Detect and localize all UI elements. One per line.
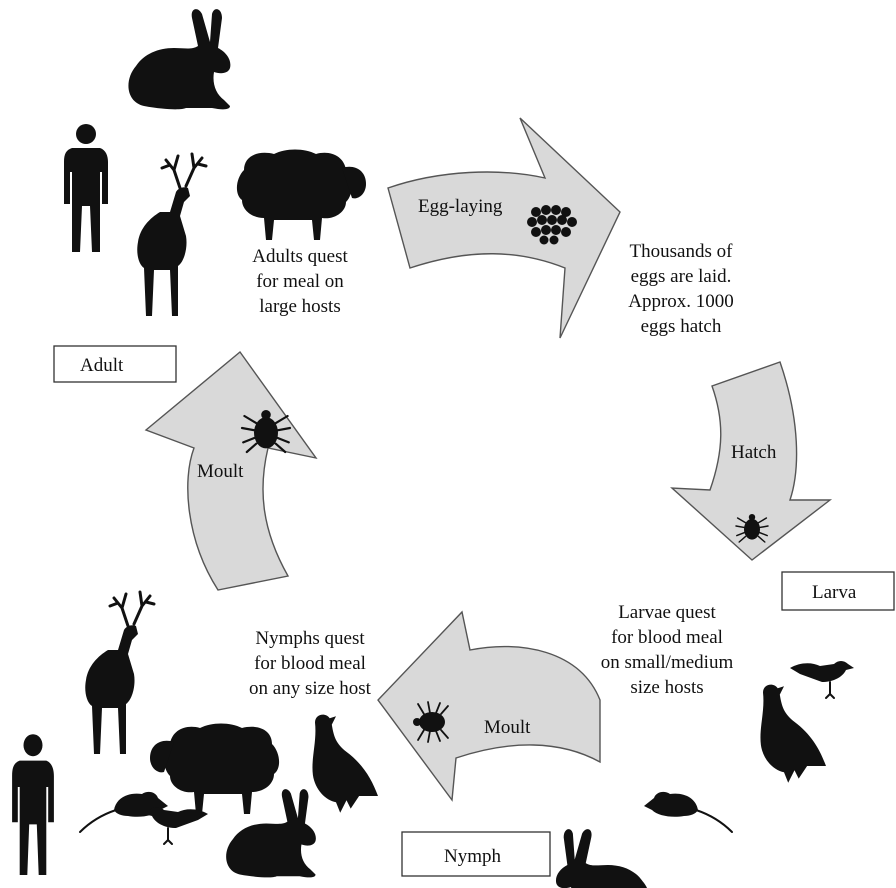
- caption-line: Adults quest: [252, 246, 348, 267]
- caption-line: Thousands of: [630, 241, 734, 262]
- hare-icon: [128, 9, 230, 109]
- grouse-icon: [312, 715, 378, 813]
- caption-line: Nymphs quest: [255, 628, 365, 649]
- mouse-icon: [644, 792, 732, 832]
- caption-line: for blood meal: [611, 627, 723, 648]
- caption-line: on any size host: [249, 678, 372, 699]
- caption-line: large hosts: [259, 296, 340, 317]
- stage-label-adult: Adult: [80, 355, 124, 376]
- hare-icon: [226, 789, 316, 877]
- caption-line: for blood meal: [254, 653, 366, 674]
- caption-line: Larvae quest: [618, 602, 716, 623]
- caption-larvae: Larvae quest for blood meal on small/med…: [601, 602, 734, 698]
- caption-line: eggs are laid.: [631, 266, 732, 287]
- stage-label-larva: Larva: [812, 582, 857, 603]
- sheep-icon: [237, 150, 366, 241]
- caption-nymphs: Nymphs quest for blood meal on any size …: [249, 628, 372, 699]
- caption-line: for meal on: [256, 271, 344, 292]
- hatch-label: Hatch: [731, 442, 777, 463]
- human-icon: [12, 734, 54, 875]
- caption-adults: Adults quest for meal on large hosts: [252, 246, 348, 317]
- caption-eggs: Thousands of eggs are laid. Approx. 1000…: [628, 241, 734, 337]
- stage-box-larva: Larva: [782, 572, 894, 610]
- stage-label-nymph: Nymph: [444, 846, 502, 867]
- caption-line: size hosts: [630, 677, 703, 698]
- moult-nymph-arrow: [378, 612, 600, 800]
- bird-icon: [144, 807, 208, 844]
- deer-icon: [137, 154, 206, 316]
- egg-laying-arrow: [388, 118, 620, 338]
- adult-hosts: [64, 9, 366, 316]
- hare-icon: [556, 829, 650, 888]
- human-icon: [64, 124, 108, 252]
- caption-line: eggs hatch: [641, 316, 722, 337]
- caption-line: Approx. 1000: [628, 291, 734, 312]
- stage-box-adult: Adult: [54, 346, 176, 382]
- moult-nymph-label: Moult: [484, 717, 531, 738]
- egg-laying-label: Egg-laying: [418, 196, 503, 217]
- bird-icon: [790, 661, 854, 698]
- moult-adult-label: Moult: [197, 461, 244, 482]
- caption-line: on small/medium: [601, 652, 734, 673]
- deer-icon: [85, 592, 154, 754]
- stage-box-nymph: Nymph: [402, 832, 550, 876]
- larva-hosts: [556, 661, 854, 888]
- grouse-icon: [760, 685, 826, 783]
- sheep-icon: [150, 724, 279, 815]
